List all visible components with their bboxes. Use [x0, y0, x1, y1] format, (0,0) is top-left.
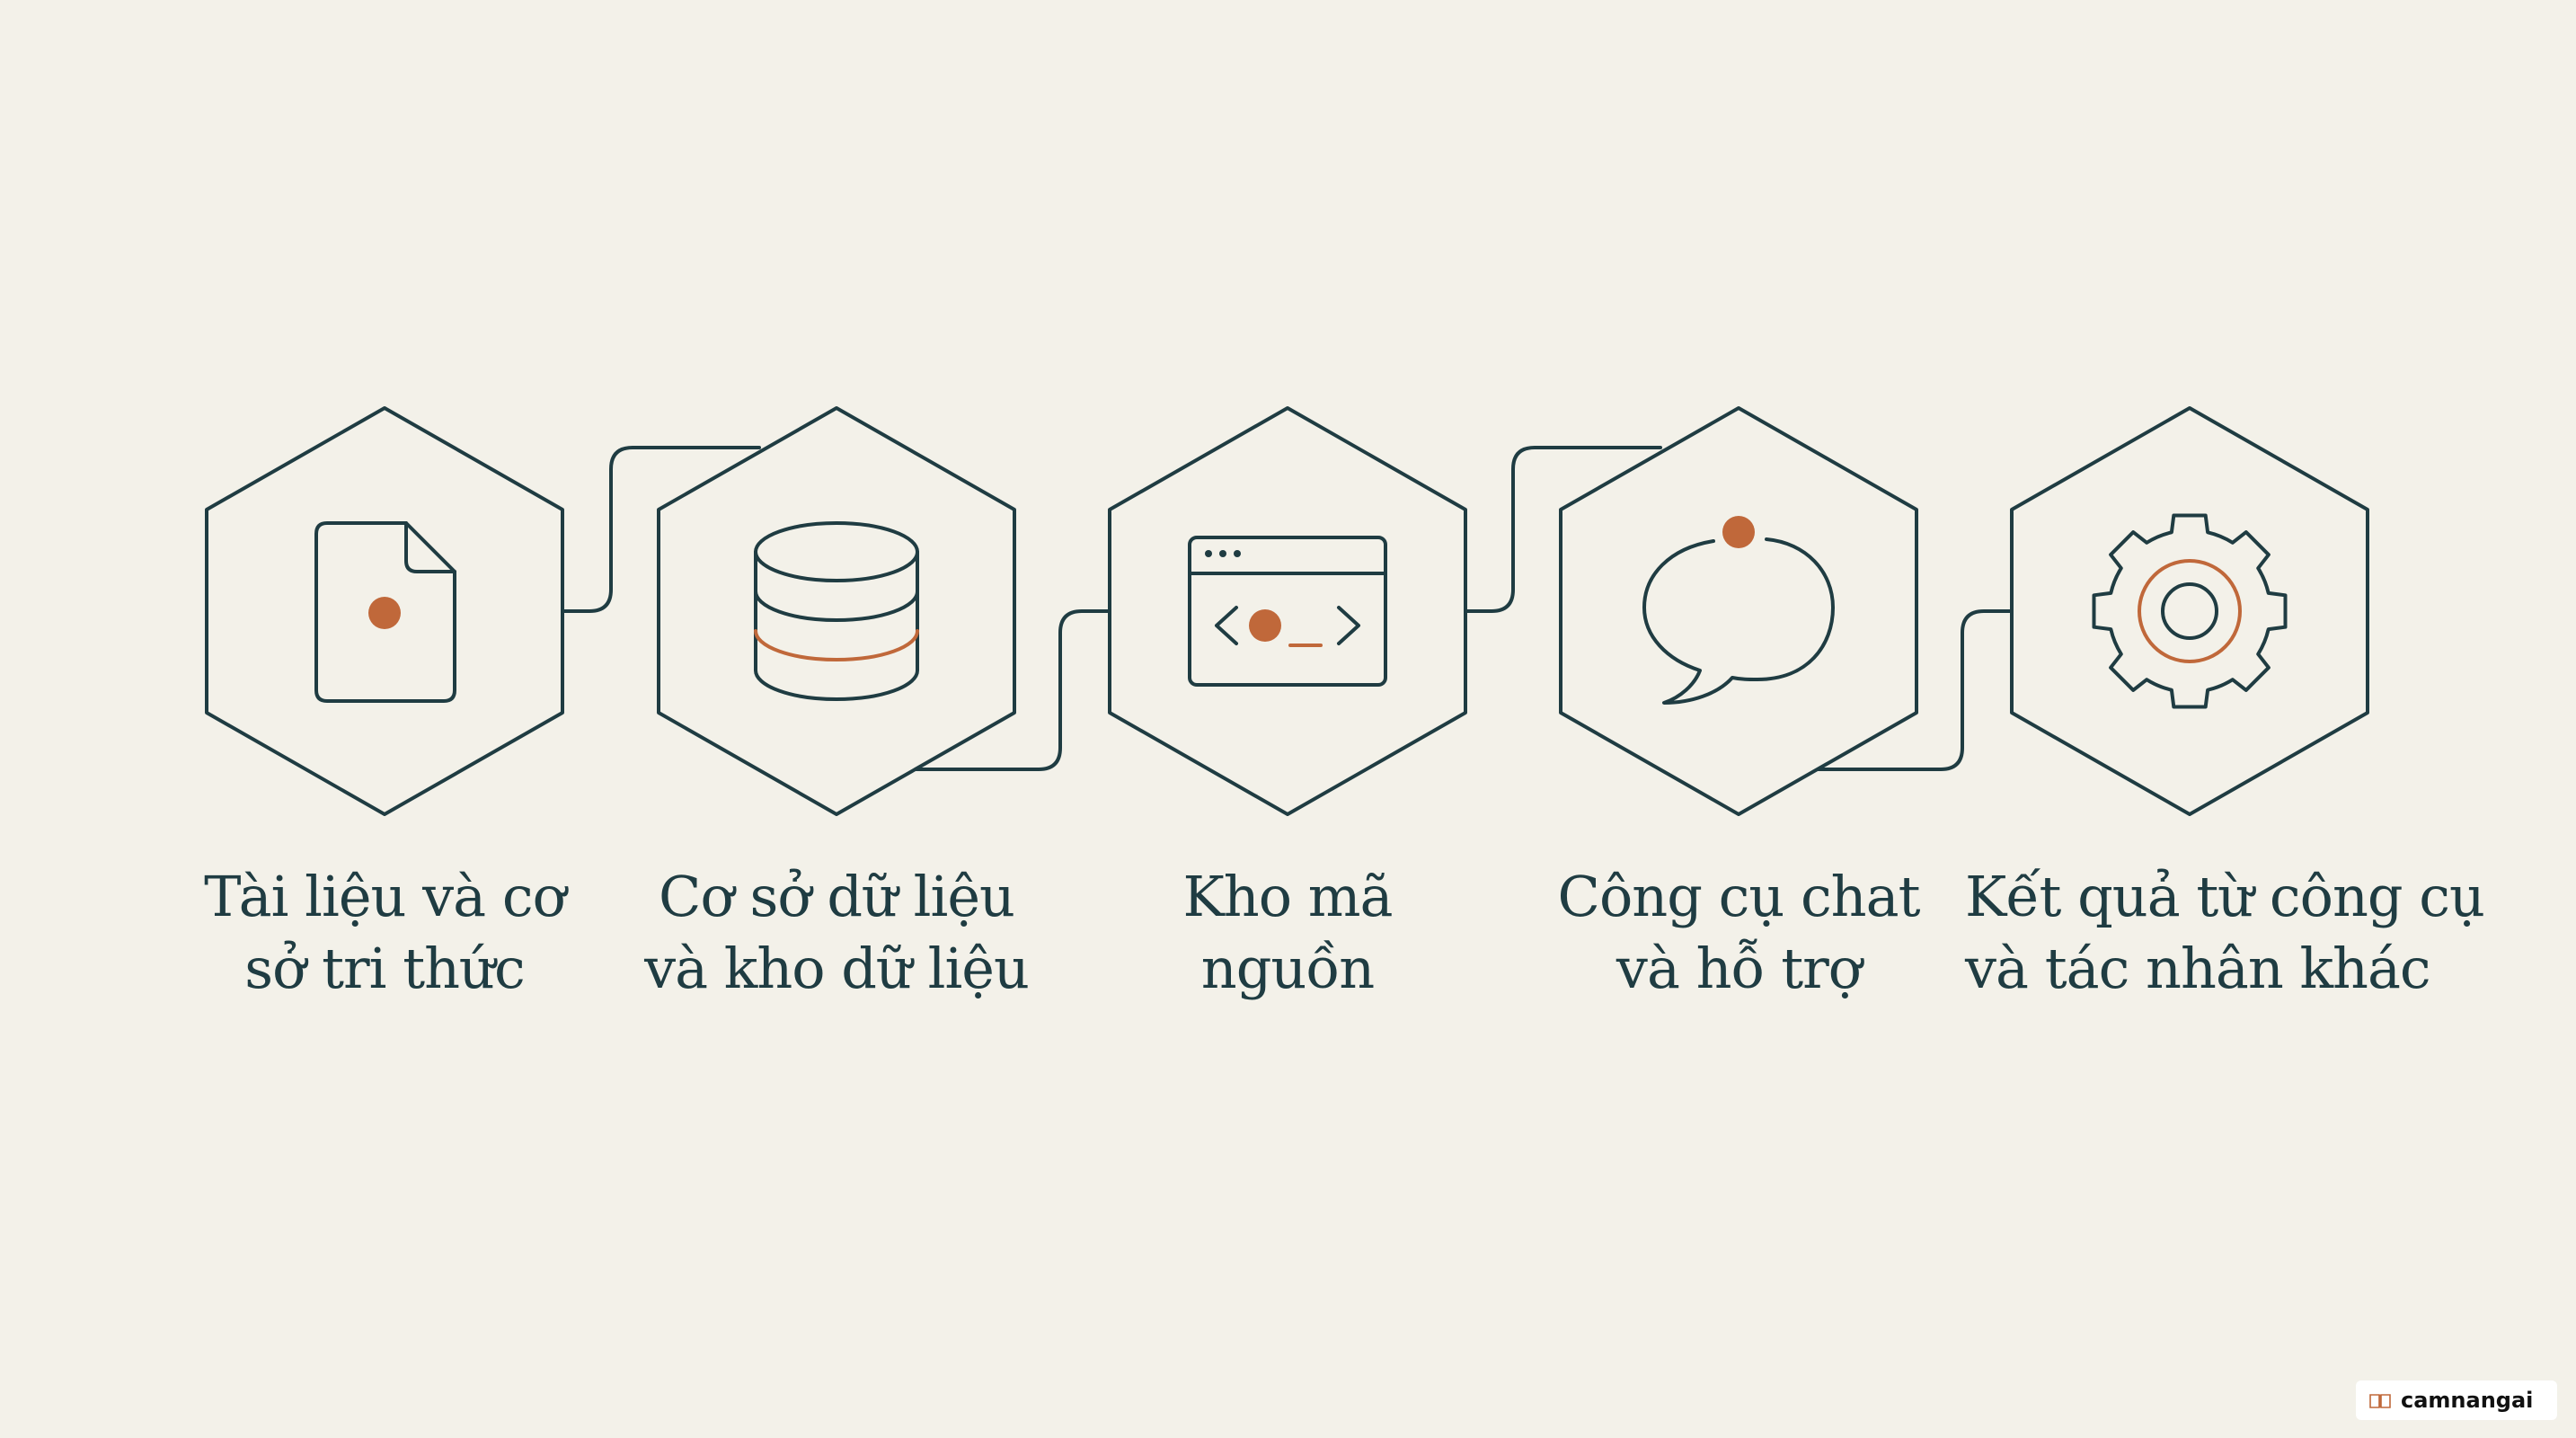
step-label-4: Công cụ chat và hỗ trợ [1532, 861, 1945, 1005]
step-label-3-line-2: nguồn [1200, 936, 1375, 1001]
step-label-1-line-1: Tài liệu và cơ [204, 864, 566, 929]
connector-1-2 [561, 446, 761, 613]
step-label-1: Tài liệu và cơ sở tri thức [178, 861, 591, 1005]
step-label-4-line-1: Công cụ chat [1557, 864, 1921, 929]
connector-2-3 [911, 609, 1112, 771]
hexagon-5 [2010, 406, 2369, 816]
step-label-1-line-2: sở tri thức [244, 936, 525, 1001]
step-label-5-line-2: và tác nhân khác [1965, 936, 2431, 1001]
code-window-icon [1188, 536, 1387, 687]
step-label-2-line-2: và kho dữ liệu [644, 936, 1030, 1001]
watermark-badge: camnangai [2356, 1380, 2557, 1420]
step-label-2-line-1: Cơ sở dữ liệu [659, 864, 1015, 929]
watermark-text: camnangai [2401, 1388, 2534, 1413]
step-label-3-line-1: Kho mã [1182, 864, 1393, 929]
document-icon [314, 521, 456, 703]
step-label-2: Cơ sở dữ liệu và kho dữ liệu [630, 861, 1043, 1005]
connector-3-4 [1463, 446, 1662, 613]
book-icon [2369, 1394, 2391, 1408]
chat-bubble-icon [1642, 516, 1835, 705]
step-label-5-line-1: Kết quả từ công cụ [1965, 864, 2485, 929]
hexagon-4 [1559, 406, 1918, 816]
step-label-4-line-2: và hỗ trợ [1616, 936, 1862, 1001]
gear-icon [2092, 513, 2288, 709]
database-icon [754, 521, 919, 701]
connector-4-5 [1813, 609, 2014, 771]
hexagon-2 [657, 406, 1016, 816]
step-label-3: Kho mã nguồn [1081, 861, 1494, 1005]
hexagon-3 [1108, 406, 1467, 816]
step-label-5: Kết quả từ công cụ và tác nhân khác [1965, 861, 2485, 1005]
